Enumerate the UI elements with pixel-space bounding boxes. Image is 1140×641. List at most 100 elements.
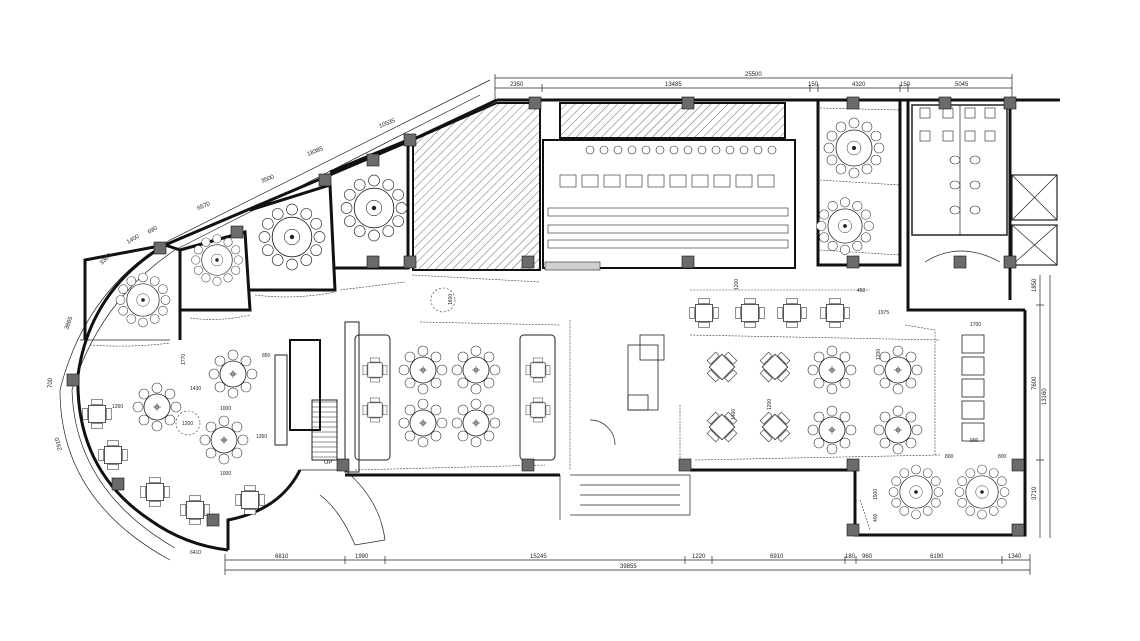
right-dim-1: 1850 <box>1032 278 1038 292</box>
bottom-dim-7: 960 <box>862 554 873 560</box>
structural-column <box>403 133 417 147</box>
structural-column <box>846 255 860 269</box>
up-label: UP <box>324 460 332 466</box>
square-table-1 <box>689 298 719 328</box>
structural-column <box>846 523 860 537</box>
wash-basin <box>949 155 961 165</box>
stove-burner <box>767 145 777 155</box>
round-table-large-7 <box>888 464 944 520</box>
round-table-large-4 <box>340 174 408 242</box>
furniture-layer <box>82 117 1010 525</box>
structural-column <box>153 241 167 255</box>
diag-dim-9: 700 <box>48 377 54 388</box>
interior-dim-21: 1200 <box>876 349 882 360</box>
interior-dim-19: 1200 <box>767 399 773 410</box>
kitchen <box>542 139 796 271</box>
round-table-1 <box>208 349 258 399</box>
interior-dim-3: 1260 <box>112 404 123 410</box>
dashed-guides <box>175 287 691 516</box>
toilet-stall <box>942 107 954 119</box>
kitchen-counter <box>581 174 599 188</box>
structural-column <box>1003 255 1017 269</box>
round-table-7 <box>451 398 501 448</box>
structural-column <box>528 96 542 110</box>
round-table-large-8 <box>954 464 1010 520</box>
square-table-8 <box>180 495 210 525</box>
bottom-dim-5: 6910 <box>770 554 784 560</box>
right-dim-2: 7600 <box>1032 376 1038 390</box>
prep-line <box>547 207 789 217</box>
structural-column <box>953 255 967 269</box>
structural-columns <box>66 96 1025 537</box>
round-table-large-5 <box>823 117 885 179</box>
round-table-2 <box>132 382 182 432</box>
bottom-dim-8: 6190 <box>930 554 944 560</box>
wash-basin <box>949 205 961 215</box>
interior-dim-8: 1000 <box>220 471 231 477</box>
diag-dim-5: 1400 <box>126 234 141 246</box>
diag-dim-4: 6570 <box>197 201 212 212</box>
top-dim-3: 150 <box>808 82 819 88</box>
structural-column <box>366 255 380 269</box>
structural-column <box>1011 523 1025 537</box>
banquet-table-segment <box>961 356 985 376</box>
toilet-stall <box>919 107 931 119</box>
bottom-dim-9: 1340 <box>1008 554 1022 560</box>
round-table-11 <box>873 405 923 455</box>
interior-dim-20: 1400 <box>731 409 737 420</box>
square-table-7 <box>140 477 170 507</box>
restrooms <box>911 104 1058 266</box>
structural-column <box>678 458 692 472</box>
structural-column <box>521 255 535 269</box>
stove-burner <box>739 145 749 155</box>
diamond-table-2 <box>753 345 797 389</box>
booth-table-1 <box>362 357 388 383</box>
square-table-6 <box>98 440 128 470</box>
round-table-large-6 <box>816 197 874 255</box>
structural-column <box>521 458 535 472</box>
banquet-table-segment <box>961 400 985 420</box>
stove-burner <box>585 145 595 155</box>
interior-dim-18: 400 <box>873 513 879 522</box>
structural-column <box>403 255 417 269</box>
toilet-stall <box>964 107 976 119</box>
prep-line <box>547 224 789 234</box>
stove-burner <box>641 145 651 155</box>
toilet-stall <box>964 130 976 142</box>
round-table-large-1 <box>115 272 171 328</box>
wash-basin <box>969 180 981 190</box>
kitchen-counter <box>647 174 665 188</box>
bottom-dim-overall: 39855 <box>620 564 637 570</box>
dimension-labels: 25500 2350 13485 150 4320 150 5045 6810 … <box>48 72 1048 570</box>
staircase <box>274 339 338 461</box>
structural-column <box>111 477 125 491</box>
stove-burner <box>613 145 623 155</box>
interior-dim-13: 1700 <box>970 322 981 328</box>
banquet-table-segment <box>961 422 985 442</box>
interior-dim-6: 1200 <box>182 421 193 427</box>
kitchen-counter <box>713 174 731 188</box>
kitchen-counter <box>735 174 753 188</box>
structural-column <box>681 255 695 269</box>
round-table-3 <box>199 415 249 465</box>
booth-table-2 <box>362 397 388 423</box>
booth-table-4 <box>525 397 551 423</box>
interior-dim-17: 1500 <box>873 489 879 500</box>
wash-basin <box>969 205 981 215</box>
top-dim-overall: 25500 <box>745 72 762 78</box>
right-dimension-lines <box>1036 275 1051 538</box>
structural-column <box>318 173 332 187</box>
planters <box>89 107 941 531</box>
top-dimension-lines <box>494 74 1013 100</box>
stove-burner <box>627 145 637 155</box>
diamond-table-4 <box>753 405 797 449</box>
stove-burner <box>697 145 707 155</box>
structural-column <box>1011 458 1025 472</box>
bottom-dimension-lines <box>224 554 1031 575</box>
bottom-dim-4: 1220 <box>692 554 706 560</box>
toilet-stall <box>984 107 996 119</box>
interior-dim-4: 850 <box>262 353 271 359</box>
diag-dim-8: 3865 <box>64 315 74 330</box>
structural-column <box>366 153 380 167</box>
